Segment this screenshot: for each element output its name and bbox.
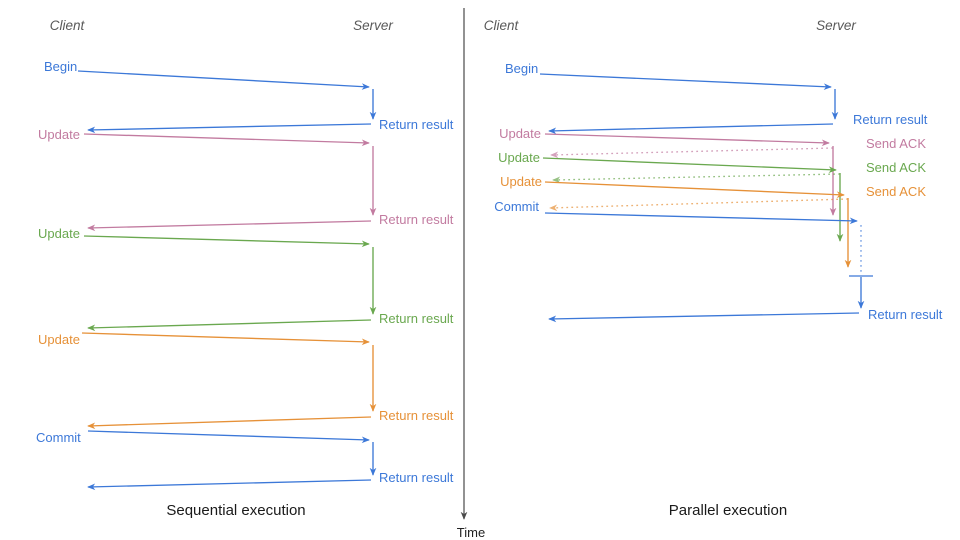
left-commit-request bbox=[87, 430, 370, 444]
left-update2-return bbox=[87, 319, 372, 332]
right-commit-label: Commit bbox=[494, 199, 539, 214]
left-return3-label: Return result bbox=[379, 311, 454, 326]
parallel-execution-caption: Parallel execution bbox=[668, 502, 788, 519]
left-update2-label: Update bbox=[38, 226, 80, 241]
left-begin-request bbox=[77, 70, 370, 90]
right-update2-ack bbox=[552, 173, 841, 184]
left-server-header: Server bbox=[353, 18, 393, 33]
right-update3-request bbox=[544, 181, 845, 199]
left-update3-request bbox=[81, 332, 370, 346]
right-begin-label: Begin bbox=[505, 61, 538, 76]
right-ack3-label: Send ACK bbox=[866, 184, 926, 199]
right-commit-return bbox=[548, 312, 860, 323]
right-update3-ack bbox=[549, 198, 849, 212]
right-update1-ack bbox=[550, 147, 834, 159]
right-commit-request bbox=[544, 212, 858, 225]
left-update3-return bbox=[87, 416, 372, 430]
left-begin-return bbox=[87, 123, 372, 134]
right-return2-label: Return result bbox=[868, 307, 943, 322]
right-ack2-label: Send ACK bbox=[866, 160, 926, 175]
left-begin-label: Begin bbox=[44, 59, 77, 74]
right-client-header: Client bbox=[483, 18, 519, 33]
left-return2-label: Return result bbox=[379, 212, 454, 227]
right-begin-return bbox=[548, 123, 834, 135]
right-server-header: Server bbox=[816, 18, 856, 33]
right-update3-label: Update bbox=[500, 174, 542, 189]
time-axis-label: Time bbox=[456, 525, 486, 540]
left-return5-label: Return result bbox=[379, 470, 454, 485]
left-update1-label: Update bbox=[38, 127, 80, 142]
left-commit-return bbox=[87, 479, 372, 491]
left-return1-label: Return result bbox=[379, 117, 454, 132]
right-begin-request bbox=[539, 73, 832, 91]
left-return4-label: Return result bbox=[379, 408, 454, 423]
left-commit-label: Commit bbox=[36, 430, 81, 445]
left-update1-request bbox=[83, 133, 370, 147]
left-update3-label: Update bbox=[38, 332, 80, 347]
left-update2-request bbox=[83, 235, 370, 248]
right-update2-label: Update bbox=[498, 150, 540, 165]
left-update1-return bbox=[87, 220, 372, 232]
right-update1-label: Update bbox=[499, 126, 541, 141]
sequential-execution-caption: Sequential execution bbox=[166, 502, 306, 519]
right-update2-request bbox=[542, 157, 837, 174]
right-return1-label: Return result bbox=[853, 112, 928, 127]
right-ack1-label: Send ACK bbox=[866, 136, 926, 151]
left-client-header: Client bbox=[49, 18, 85, 33]
right-update1-request bbox=[544, 133, 830, 147]
